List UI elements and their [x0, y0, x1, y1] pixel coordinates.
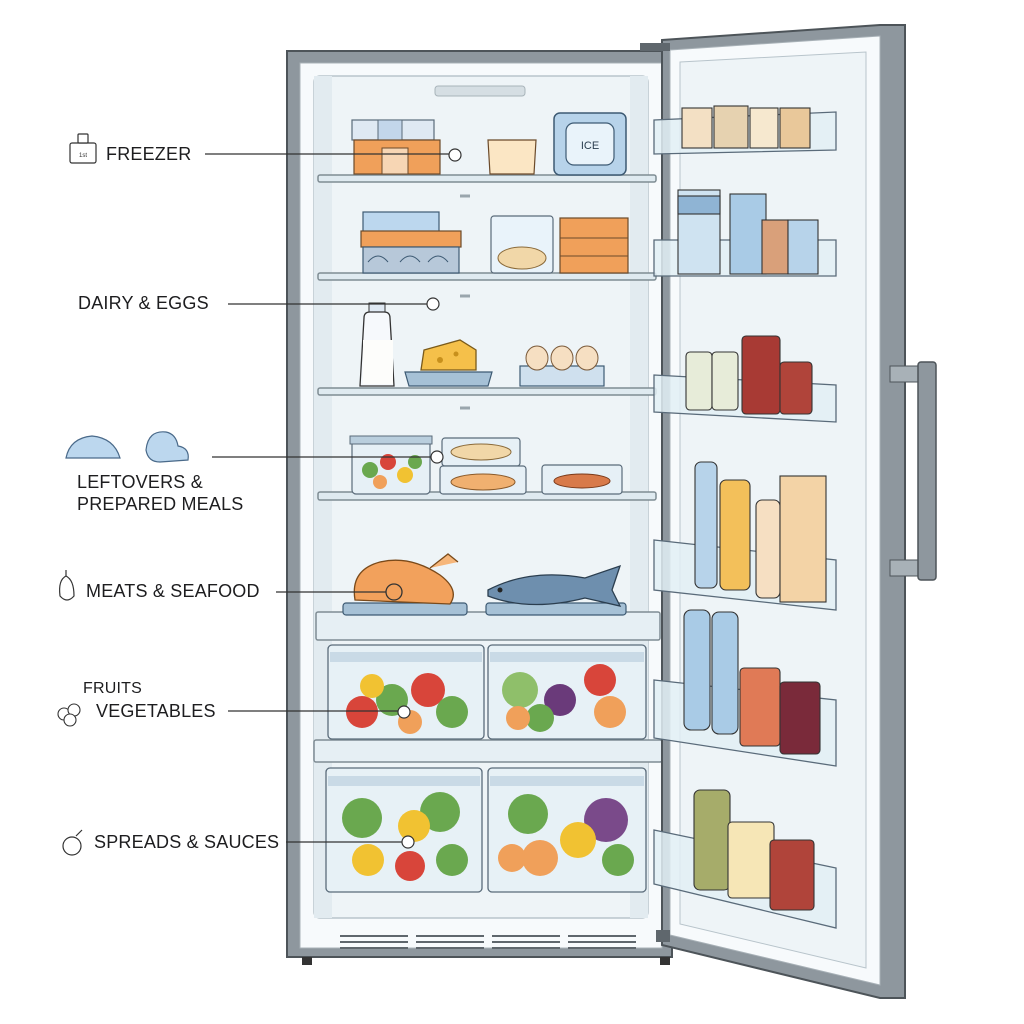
- crisper-drawers: [325, 644, 647, 893]
- label-meats-seafood: MEATS & SEAFOOD: [86, 581, 260, 601]
- label-vegetables: VEGETABLES: [96, 701, 216, 721]
- bottom-vent-grille: [340, 935, 636, 949]
- leftovers-contents: [349, 435, 623, 495]
- label-fruits: FRUITS: [83, 680, 142, 697]
- crisper-divider: [313, 739, 663, 763]
- fridge-foot-right: [660, 957, 670, 965]
- freezer-contents: ICE: [351, 112, 629, 274]
- door-handle: [889, 361, 937, 581]
- leader-lines: [205, 153, 449, 843]
- sauce-jar-icon: [62, 829, 83, 856]
- fruit-icon: [57, 703, 81, 727]
- meats-contents: [342, 553, 627, 616]
- shelf-5-drawer-cover: [315, 611, 661, 641]
- shelf-3: [317, 387, 657, 396]
- leftovers-icon: [65, 431, 189, 463]
- label-dairy-eggs: DAIRY & EGGS: [78, 293, 209, 313]
- shelf-2: [317, 272, 657, 281]
- dairy-contents: [359, 297, 605, 387]
- label-leftovers-line1: LEFTOVERS &: [77, 472, 203, 492]
- label-freezer: FREEZER: [106, 144, 192, 164]
- fridge-foot-left: [302, 957, 312, 965]
- interior-light: [434, 85, 526, 97]
- shelf-1: [317, 174, 657, 183]
- label-spreads-sauces: SPREADS & SAUCES: [94, 832, 280, 852]
- ice-maker-label: ICE: [581, 140, 599, 152]
- label-leftovers-line2: PREPARED MEALS: [77, 494, 244, 514]
- freezer-icon-text: 1st: [79, 153, 87, 159]
- door-bin-items: [677, 105, 827, 911]
- meat-icon: [59, 570, 75, 601]
- freezer-box-icon: 1st: [69, 133, 97, 164]
